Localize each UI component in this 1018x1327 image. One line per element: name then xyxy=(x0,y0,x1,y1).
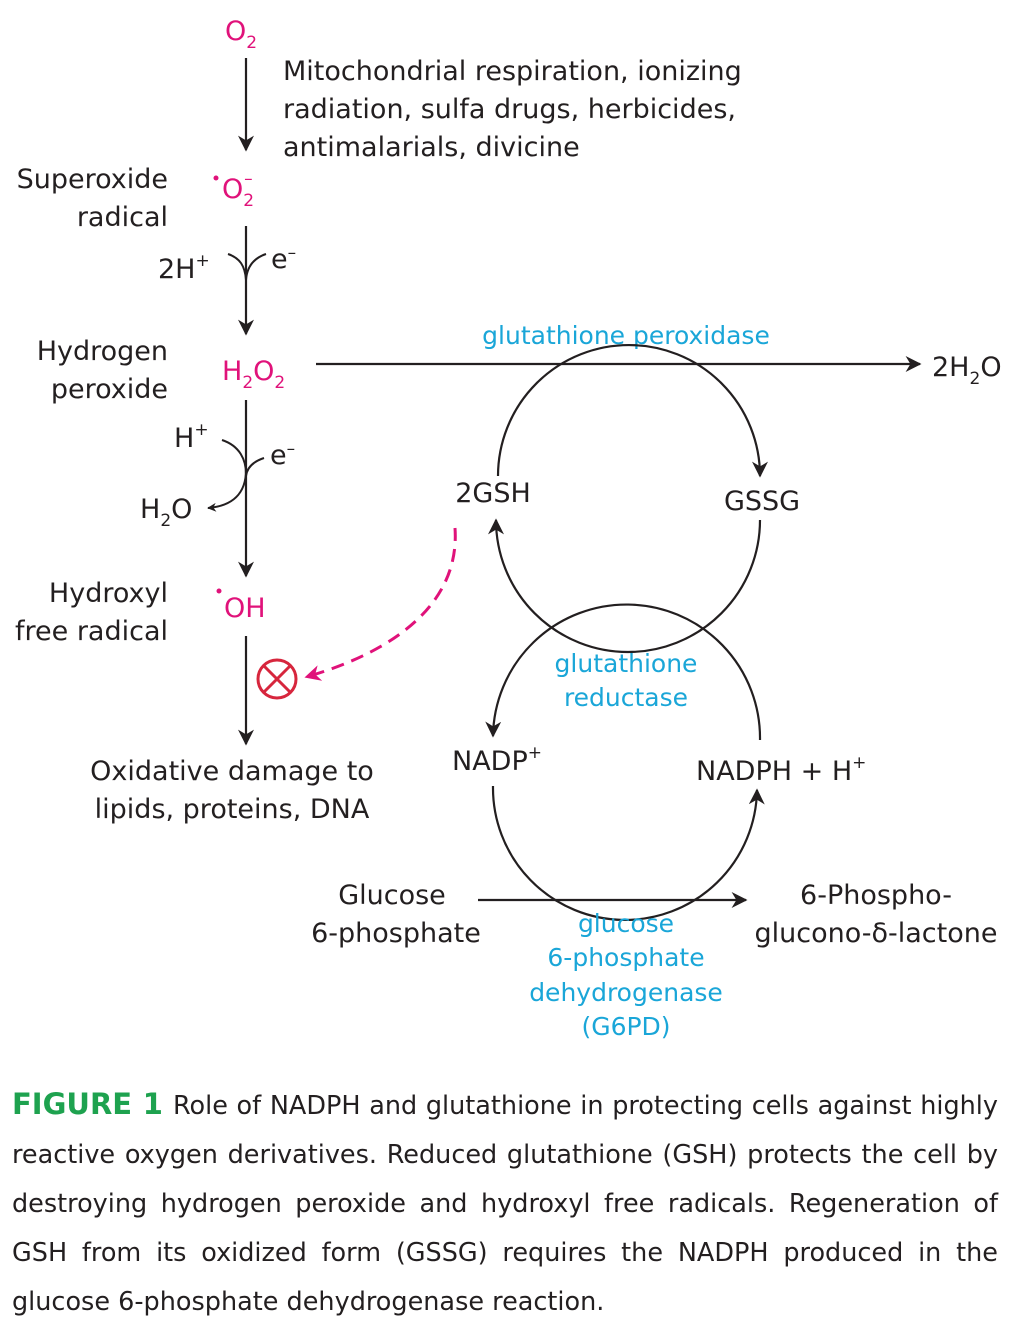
nadp-label: NADP+ xyxy=(452,743,542,777)
oxygen-label: O2 xyxy=(225,16,257,53)
side-product-water: H2O xyxy=(140,494,192,531)
nadph-label: NADPH + H+ xyxy=(696,753,866,787)
radical-dot-icon xyxy=(213,175,219,181)
proton-input-curve xyxy=(227,253,247,281)
lactone-line-2: glucono-δ-lactone xyxy=(755,918,998,949)
enzyme-g6pd-line-3: dehydrogenase xyxy=(529,978,723,1007)
causes-line-1: Mitochondrial respiration, ionizing xyxy=(283,56,742,87)
damage-line-2: lipids, proteins, DNA xyxy=(95,794,370,825)
enzyme-g6pd-line-2: 6-phosphate xyxy=(547,943,704,972)
superoxide-label-line-2: radical xyxy=(77,202,168,233)
step1-electron: e– xyxy=(271,243,296,275)
peroxide-label-line-2: peroxide xyxy=(51,374,168,405)
g6p-line-2: 6-phosphate xyxy=(311,918,481,949)
step2-proton: H+ xyxy=(174,420,209,454)
radical-dot-icon xyxy=(216,588,222,594)
enzyme-g6pd-line-4: (G6PD) xyxy=(581,1012,670,1040)
proton-input-curve-2 xyxy=(221,439,247,475)
step2-electron: e– xyxy=(270,439,295,471)
electron-input-curve-2 xyxy=(245,457,265,477)
causes-line-2: radiation, sulfa drugs, herbicides, xyxy=(283,94,736,125)
cycle-nadph-to-nadp xyxy=(485,603,762,741)
pathway-diagram: O2 Mitochondrial respiration, ionizing r… xyxy=(15,16,1002,1040)
gsh-inhibition-arrow xyxy=(304,527,457,681)
cycle-nadp-to-nadph xyxy=(491,785,765,922)
superoxide-symbol: O2– xyxy=(222,169,254,211)
figure-label: FIGURE 1 xyxy=(12,1087,163,1121)
causes-line-3: antimalarials, divicine xyxy=(283,132,580,163)
gsh-label: 2GSH xyxy=(455,478,531,509)
g6p-line-1: Glucose xyxy=(338,880,446,911)
hydroxyl-label-line-2: free radical xyxy=(15,616,168,647)
hydroxyl-label-line-1: Hydroxyl xyxy=(49,578,168,609)
caption-text: Role of NADPH and glutathione in protect… xyxy=(12,1091,998,1317)
inhibition-icon xyxy=(256,658,298,700)
enzyme-reductase-line-1: glutathione xyxy=(555,649,698,678)
product-water: 2H2O xyxy=(932,352,1002,389)
damage-line-1: Oxidative damage to xyxy=(90,756,374,787)
water-output-curve xyxy=(207,469,247,512)
lactone-line-1: 6-Phospho- xyxy=(800,880,952,911)
step1-proton: 2H+ xyxy=(158,251,210,285)
superoxide-label-line-1: Superoxide xyxy=(17,164,168,195)
hydroxyl-symbol: OH xyxy=(224,593,266,624)
gssg-label: GSSG xyxy=(724,486,800,517)
peroxide-symbol: H2O2 xyxy=(222,356,285,393)
cycle-gssg-to-gsh xyxy=(488,518,762,654)
electron-input-curve xyxy=(245,253,267,281)
enzyme-g6pd-line-1: glucose xyxy=(578,909,674,938)
enzyme-reductase-line-2: reductase xyxy=(564,683,688,712)
cycle-gsh-to-gssg xyxy=(496,343,768,478)
peroxide-label-line-1: Hydrogen xyxy=(37,336,168,367)
